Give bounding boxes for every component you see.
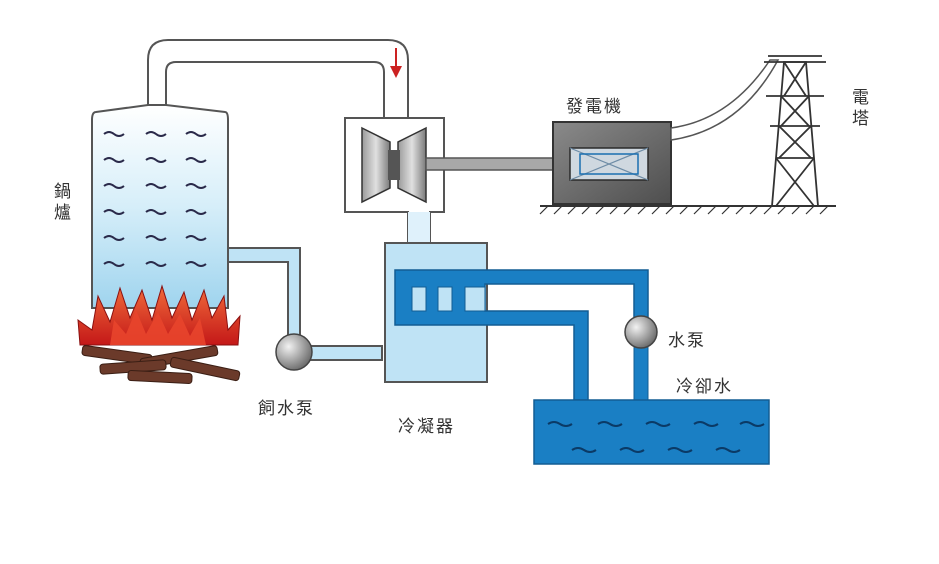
generator-label: 發電機 [566, 97, 623, 117]
exhaust-pipe [408, 212, 430, 244]
condenser-label: 冷凝器 [398, 417, 455, 437]
cooling-pool [533, 399, 770, 465]
tower-label: 電塔 [848, 88, 868, 130]
condenser-tube-slot [464, 286, 486, 312]
pump-icon [275, 333, 313, 371]
feed-pump-label: 飼水泵 [258, 399, 315, 419]
logs [81, 345, 241, 385]
pool-waves [547, 421, 765, 453]
cooling-intake-pipe [633, 344, 649, 401]
condenser-tube [411, 286, 427, 312]
turbine-shaft [425, 157, 555, 171]
condenser-tube [437, 286, 453, 312]
boiler-label: 鍋爐 [50, 182, 70, 224]
turbine-icon [361, 126, 427, 204]
water-pump-label: 水泵 [668, 331, 706, 351]
return-pipe [305, 345, 383, 361]
transmission-tower-icon [764, 55, 826, 207]
ground-hatch [539, 205, 829, 215]
power-cable [670, 59, 780, 141]
steam-pipe [147, 39, 409, 119]
wave-icon [103, 131, 125, 137]
boiler-vessel [91, 104, 229, 309]
flow-arrow-icon [390, 48, 402, 78]
pump-icon [624, 315, 658, 349]
boiler-waves [103, 131, 207, 267]
fire-icon [77, 284, 241, 346]
cooling-water-label: 冷卻水 [676, 377, 733, 397]
